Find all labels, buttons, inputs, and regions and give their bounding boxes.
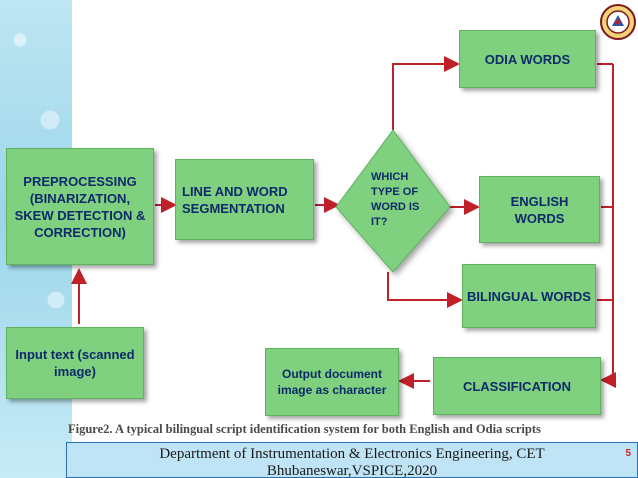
decision-diamond <box>335 129 451 273</box>
footer-event: Bhubaneswar,VSPICE,2020 <box>266 463 438 478</box>
segmentation-node: LINE AND WORD SEGMENTATION <box>175 159 314 240</box>
classification-label: CLASSIFICATION <box>462 378 572 394</box>
figure-caption: Figure2. A typical bilingual script iden… <box>68 422 541 436</box>
arrow-decision-to-bilingual <box>387 272 463 308</box>
preprocessing-label: PREPROCESSING (BINARIZATION, SKEW DETECT… <box>14 173 146 240</box>
segmentation-label: LINE AND WORD SEGMENTATION <box>182 183 288 216</box>
bilingual-words-node: BILINGUAL WORDS <box>462 264 596 328</box>
odia-words-node: ODIA WORDS <box>459 30 596 88</box>
classification-node: CLASSIFICATION <box>433 357 601 415</box>
footer-department: Department of Instrumentation & Electron… <box>159 446 545 462</box>
bilingual-words-label: BILINGUAL WORDS <box>467 288 591 304</box>
preprocessing-node: PREPROCESSING (BINARIZATION, SKEW DETECT… <box>6 148 154 265</box>
output-document-node: Output document image as character <box>265 348 399 416</box>
decision-label: WHICH TYPE OF WORD IS IT? <box>371 171 420 228</box>
english-words-node: ENGLISH WORDS <box>479 176 600 243</box>
output-document-label: Output document image as character <box>277 367 387 397</box>
footer-banner: Department of Instrumentation & Electron… <box>66 442 638 478</box>
english-words-label: ENGLISH WORDS <box>510 193 569 226</box>
page-number: 5 <box>625 448 631 459</box>
arrow-decision-to-odia <box>392 56 460 130</box>
input-text-node: Input text (scanned image) <box>6 327 144 399</box>
odia-words-label: ODIA WORDS <box>484 51 571 67</box>
institution-emblem-icon <box>600 4 636 40</box>
input-text-label: Input text (scanned image) <box>15 347 135 379</box>
